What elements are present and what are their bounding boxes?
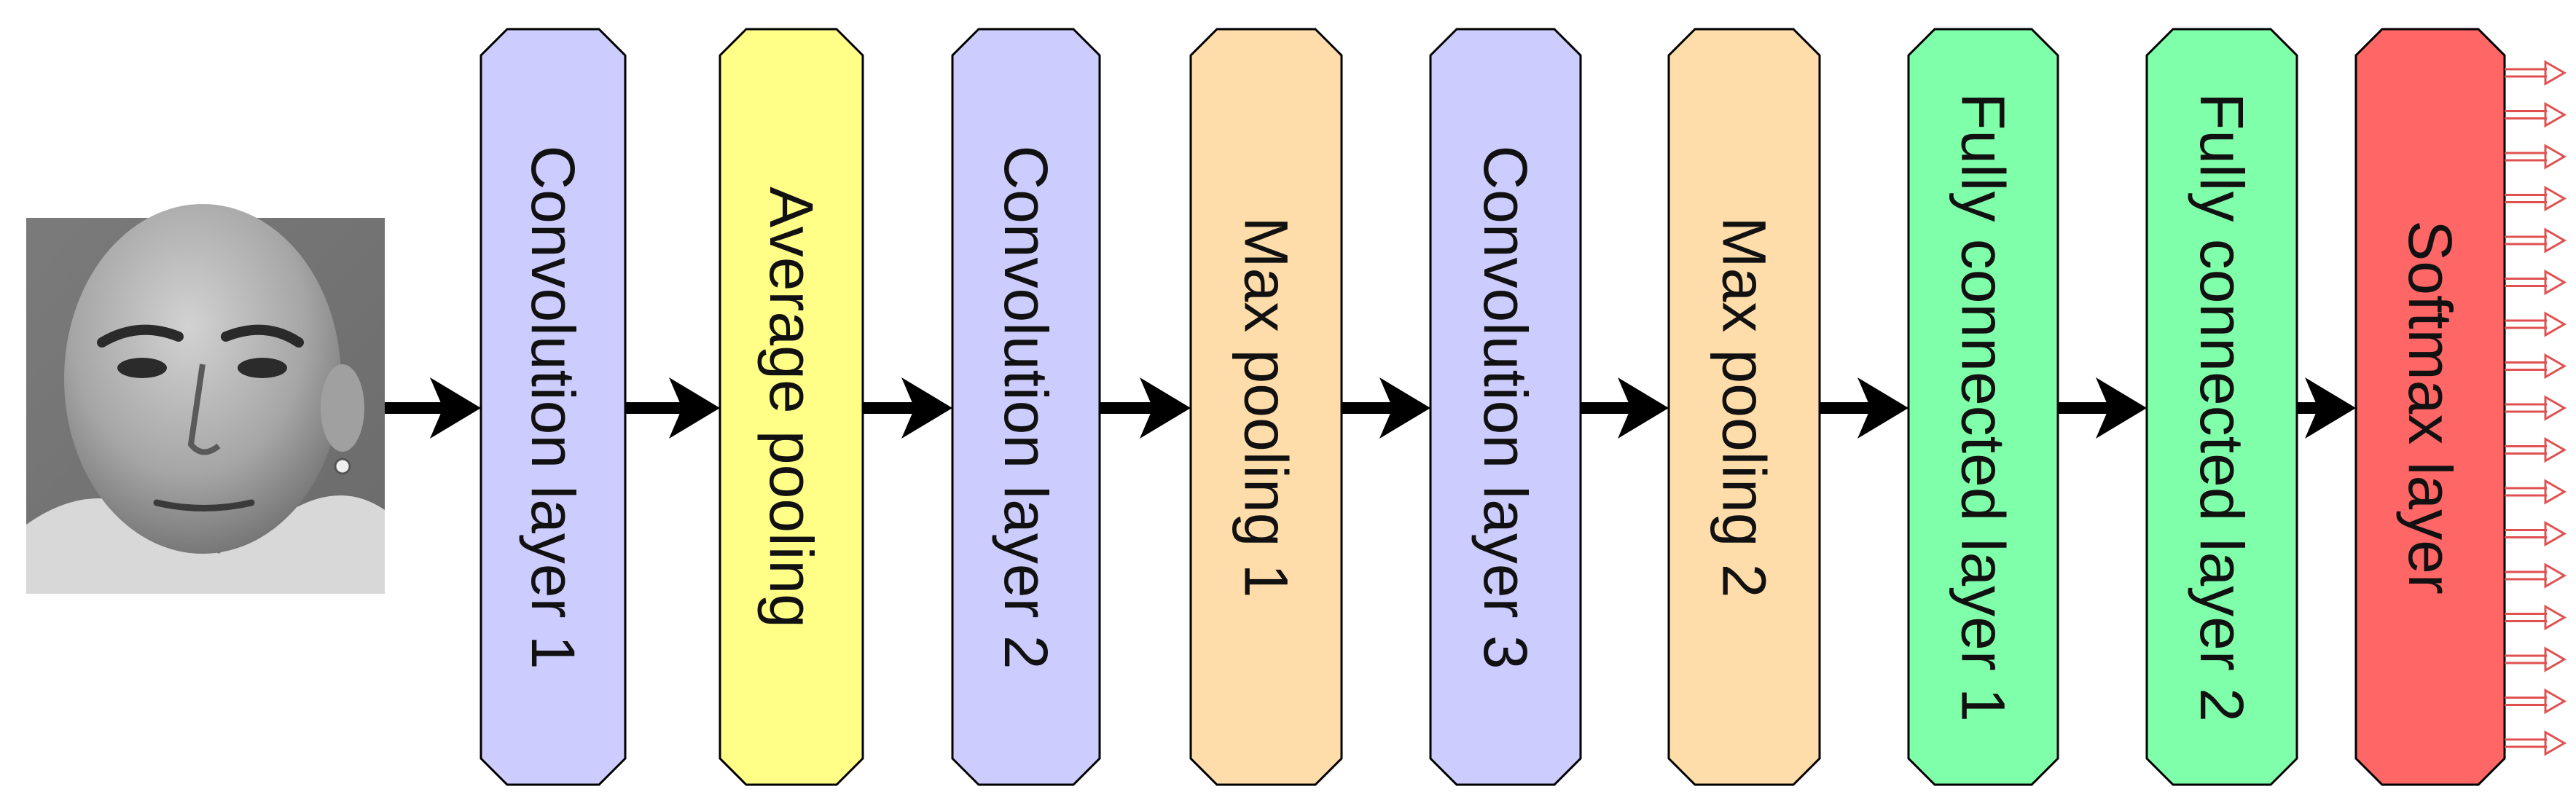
layer-conv2: Convolution layer 2 xyxy=(951,28,1101,786)
layer-fc2: Fully connected layer 2 xyxy=(2145,28,2298,786)
connector-arrow xyxy=(385,377,481,439)
output-arrow xyxy=(2505,227,2567,254)
layer-softmax: Softmax layer xyxy=(2354,28,2506,786)
layer-avgpool-label: Average pooling xyxy=(757,187,826,628)
connector-arrow xyxy=(863,377,952,439)
layer-softmax-box xyxy=(2354,28,2506,786)
layer-maxpool2-box xyxy=(1667,28,1821,786)
connector-arrows xyxy=(385,377,2356,439)
connector-arrow xyxy=(1100,377,1191,439)
output-arrow xyxy=(2505,562,2567,589)
connector-arrow xyxy=(1820,377,1908,439)
output-arrow xyxy=(2505,646,2567,672)
layer-fc1-box xyxy=(1907,28,2059,786)
connector-arrow xyxy=(1581,377,1669,439)
output-arrow xyxy=(2505,436,2567,463)
layer-conv1: Convolution layer 1 xyxy=(479,28,627,786)
layer-softmax-label: Softmax layer xyxy=(2396,220,2465,595)
output-arrows-icon xyxy=(2505,60,2567,756)
layer-fc2-box xyxy=(2145,28,2298,786)
layer-maxpool1: Max pooling 1 xyxy=(1189,28,1343,786)
connector-arrow xyxy=(1342,377,1430,439)
output-arrow xyxy=(2505,395,2567,421)
output-arrow xyxy=(2505,311,2567,337)
output-arrow xyxy=(2505,730,2567,756)
layer-maxpool1-label: Max pooling 1 xyxy=(1232,217,1301,598)
output-arrow xyxy=(2505,520,2567,547)
output-arrow xyxy=(2505,185,2567,212)
layer-conv2-box xyxy=(951,28,1101,786)
layer-fc1: Fully connected layer 1 xyxy=(1907,28,2059,786)
layer-conv3-label: Convolution layer 3 xyxy=(1471,145,1540,669)
layer-conv3: Convolution layer 3 xyxy=(1429,28,1582,786)
connector-arrow xyxy=(2297,377,2356,439)
output-arrow xyxy=(2505,269,2567,296)
connector-arrow xyxy=(625,377,720,439)
layer-conv3-box xyxy=(1429,28,1582,786)
layer-maxpool1-box xyxy=(1189,28,1343,786)
face-photo-icon xyxy=(26,204,385,594)
layer-conv1-box xyxy=(479,28,627,786)
layer-conv1-label: Convolution layer 1 xyxy=(519,145,587,669)
output-arrow xyxy=(2505,353,2567,380)
layer-maxpool2-label: Max pooling 2 xyxy=(1710,217,1779,598)
connector-arrow xyxy=(2058,377,2147,439)
output-arrow xyxy=(2505,60,2567,86)
output-arrow xyxy=(2505,479,2567,505)
layer-blocks: Convolution layer 1 Average pooling Convol… xyxy=(479,28,2506,786)
output-arrow xyxy=(2505,144,2567,170)
layer-maxpool2: Max pooling 2 xyxy=(1667,28,1821,786)
output-arrow xyxy=(2505,101,2567,128)
layer-avgpool-box xyxy=(719,28,864,786)
output-arrow xyxy=(2505,604,2567,631)
layer-avgpool: Average pooling xyxy=(719,28,864,786)
layer-fc1-label: Fully connected layer 1 xyxy=(1949,93,2018,722)
layer-fc2-label: Fully connected layer 2 xyxy=(2188,93,2256,722)
layer-conv2-label: Convolution layer 2 xyxy=(992,145,1060,669)
output-arrow xyxy=(2505,688,2567,715)
